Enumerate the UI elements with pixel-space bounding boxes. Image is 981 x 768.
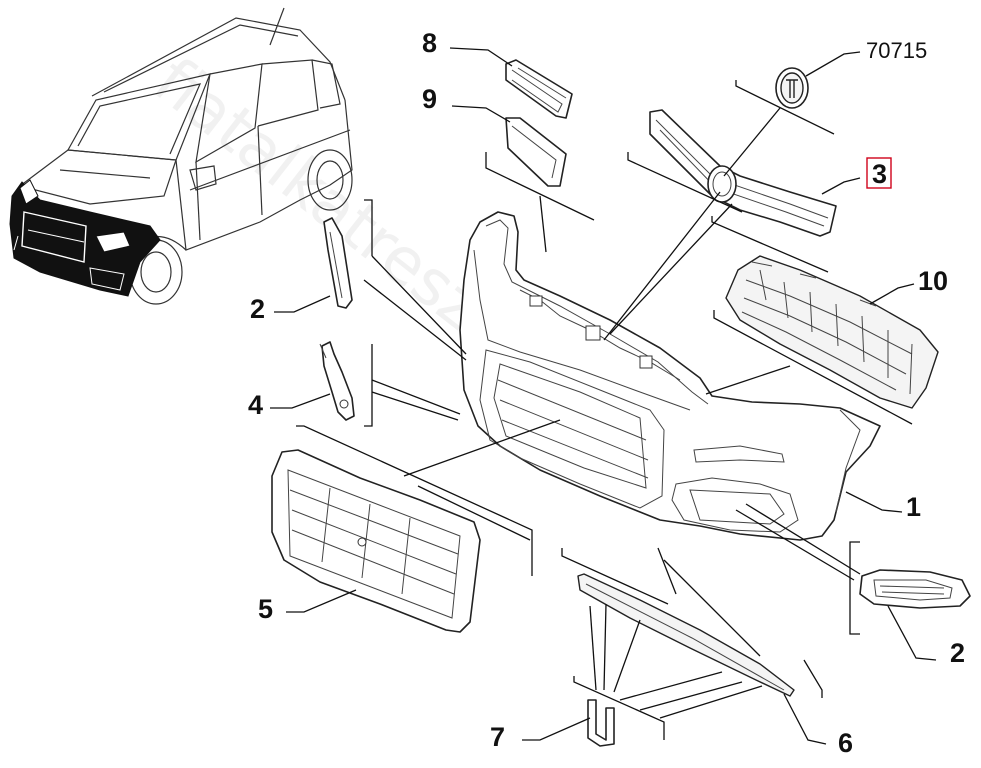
label-8[interactable]: 8: [422, 28, 437, 58]
label-9[interactable]: 9: [422, 84, 437, 114]
label-3[interactable]: 3: [872, 159, 887, 189]
label-2-right[interactable]: 2: [950, 638, 965, 668]
part-5-lower-grille[interactable]: [271, 449, 481, 633]
part-3-upper-grille[interactable]: [649, 109, 837, 237]
emblem-70715[interactable]: [775, 67, 809, 109]
label-7[interactable]: 7: [490, 722, 505, 752]
callout-labels: 8 9 70715 3 10 1 2 6 7 5 4 2: [248, 28, 965, 758]
part-4-bracket[interactable]: [319, 341, 355, 421]
part-8-trim[interactable]: [505, 59, 573, 119]
label-10[interactable]: 10: [918, 266, 948, 296]
leader-lines: [270, 47, 937, 745]
part-1-bumper[interactable]: [459, 211, 881, 541]
part-2-fog-bezel[interactable]: [859, 569, 971, 609]
part-6-spoiler[interactable]: [577, 573, 795, 697]
label-6[interactable]: 6: [838, 728, 853, 758]
label-4[interactable]: 4: [248, 390, 263, 420]
label-70715[interactable]: 70715: [866, 38, 927, 63]
part-7-clip[interactable]: [587, 699, 615, 747]
part-9-cover[interactable]: [505, 117, 567, 187]
part-10-carrier[interactable]: [725, 255, 939, 409]
label-5[interactable]: 5: [258, 594, 273, 624]
label-2-left[interactable]: 2: [250, 294, 265, 324]
car-illustration: [9, 7, 353, 305]
label-1[interactable]: 1: [906, 492, 921, 522]
label-3-highlight-box: [866, 157, 892, 189]
part-2-left-trim[interactable]: [323, 217, 353, 309]
